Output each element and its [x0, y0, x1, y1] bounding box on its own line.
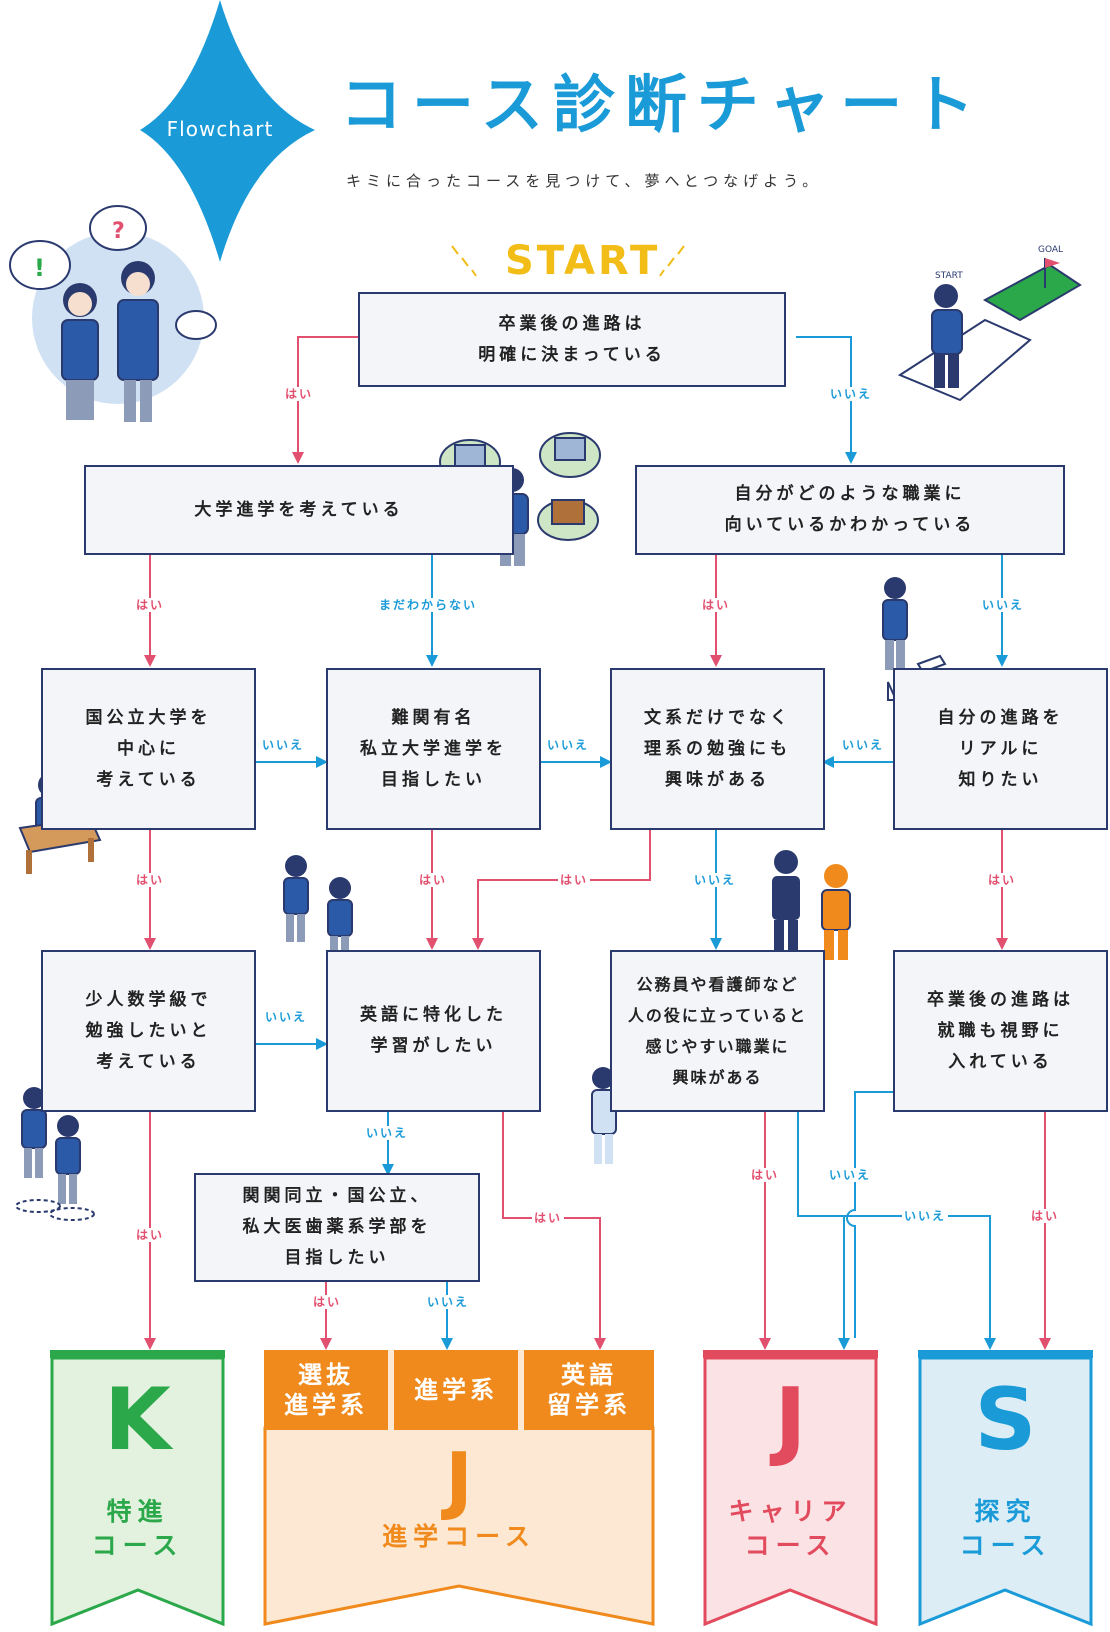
question-1: 卒業後の進路は 明確に決まっている — [358, 292, 786, 387]
line-q10-no — [797, 1112, 845, 1338]
answer-label-no: いいえ — [692, 873, 739, 887]
answer-label-no: いいえ — [902, 1209, 949, 1223]
answer-label-yes: はい — [986, 873, 1019, 887]
illustration-students-thinking: ? ! — [9, 205, 217, 422]
course-j-tab-eigo: 英語 留学系 — [524, 1350, 654, 1430]
flowchart-badge-label: Flowchart — [166, 117, 274, 141]
course-k-letter: K — [104, 1370, 171, 1470]
answer-label-yes: はい — [311, 1295, 344, 1309]
line-q10-to-s — [798, 1215, 991, 1338]
course-s-name: 探究 コース — [959, 1497, 1052, 1560]
line-q1-yes — [297, 336, 360, 452]
answer-label-no: いいえ — [545, 738, 592, 752]
page-title: コース診断チャート — [340, 68, 985, 141]
question-5-text: 難関有名 私立大学進学を 目指したい — [360, 707, 507, 790]
flowchart-badge-shape — [140, 0, 315, 262]
answer-label-no: いいえ — [840, 738, 887, 752]
answer-label-no: いいえ — [425, 1295, 472, 1309]
answer-label-yes: はい — [558, 873, 591, 887]
answer-label-yes: はい — [283, 387, 316, 401]
question-12-text: 関関同立・国公立、 私大医歯薬系学部を 目指したい — [242, 1186, 432, 1268]
question-2: 大学進学を考えている — [84, 465, 514, 555]
question-11-text: 卒業後の進路は 就職も視野に 入れている — [927, 989, 1074, 1072]
svg-text:?: ? — [112, 219, 125, 244]
course-s: S 探究 コース — [920, 1375, 1091, 1563]
answer-label-no: いいえ — [263, 1010, 310, 1024]
question-4-text: 国公立大学を 中心に 考えている — [85, 707, 212, 790]
svg-text:START: START — [935, 271, 963, 281]
question-10: 公務員や看護師など 人の役に立っていると 感じやすい職業に 興味がある — [610, 950, 825, 1112]
question-8-text: 少人数学級で 勉強したいと 考えている — [85, 989, 212, 1072]
question-5: 難関有名 私立大学進学を 目指したい — [326, 668, 541, 830]
question-12: 関関同立・国公立、 私大医歯薬系学部を 目指したい — [194, 1173, 480, 1282]
question-1-text: 卒業後の進路は 明確に決まっている — [478, 313, 666, 365]
course-j-shingaku-name: 進学コース — [382, 1522, 536, 1551]
course-j-career-letter: J — [774, 1370, 807, 1470]
answer-label-yes: はい — [1029, 1209, 1062, 1223]
question-11: 卒業後の進路は 就職も視野に 入れている — [893, 950, 1108, 1112]
question-7-text: 自分の進路を リアルに 知りたい — [937, 707, 1064, 790]
course-j-tab-shingaku: 進学系 — [394, 1350, 518, 1430]
answer-label-yes: はい — [134, 1228, 167, 1242]
start-sparkles — [451, 245, 685, 277]
course-k: K 特進 コース — [52, 1375, 223, 1563]
question-8: 少人数学級で 勉強したいと 考えている — [41, 950, 256, 1112]
answer-label-yes: はい — [700, 598, 733, 612]
question-10-text: 公務員や看護師など 人の役に立っていると 感じやすい職業に 興味がある — [627, 975, 808, 1087]
answer-label-not-sure: まだわからない — [377, 598, 480, 612]
question-4: 国公立大学を 中心に 考えている — [41, 668, 256, 830]
illustration-public-servants — [772, 850, 851, 960]
course-j-tab-senbatsu: 選抜 進学系 — [264, 1350, 388, 1430]
course-k-name: 特進 コース — [91, 1497, 184, 1560]
illustration-students-cheering — [15, 1082, 95, 1221]
page-subtitle: キミに合ったコースを見つけて、夢へとつなげよう。 — [346, 172, 823, 190]
course-j-career-name: キャリア コース — [728, 1497, 853, 1560]
question-3: 自分がどのような職業に 向いているかわかっている — [635, 465, 1065, 555]
answer-label-no: いいえ — [364, 1126, 411, 1140]
illustration-start-goal-path: START GOAL — [897, 245, 1082, 402]
question-2-text: 大学進学を考えている — [194, 499, 404, 520]
course-s-letter: S — [974, 1370, 1037, 1470]
course-j-shingaku: J 進学コース — [265, 1440, 653, 1554]
answer-label-no: いいえ — [828, 387, 875, 401]
svg-text:!: ! — [34, 254, 45, 282]
answer-label-yes: はい — [134, 873, 167, 887]
question-6: 文系だけでなく 理系の勉強にも 興味がある — [610, 668, 825, 830]
answer-label-yes: はい — [134, 598, 167, 612]
course-j-career: J キャリア コース — [705, 1375, 876, 1563]
answer-label-yes: はい — [417, 873, 450, 887]
course-j-shingaku-letter: J — [445, 1437, 473, 1523]
answer-label-yes: はい — [749, 1168, 782, 1182]
start-label: START — [505, 238, 661, 284]
svg-text:GOAL: GOAL — [1038, 245, 1063, 255]
question-3-text: 自分がどのような職業に 向いているかわかっている — [724, 484, 976, 535]
line-q1-no — [796, 336, 852, 452]
answer-label-no: いいえ — [827, 1168, 874, 1182]
answer-label-no: いいえ — [260, 738, 307, 752]
arrowheads — [144, 452, 1051, 1350]
question-9: 英語に特化した 学習がしたい — [326, 950, 541, 1112]
question-7: 自分の進路を リアルに 知りたい — [893, 668, 1108, 830]
question-6-text: 文系だけでなく 理系の勉強にも 興味がある — [644, 707, 791, 790]
question-9-text: 英語に特化した 学習がしたい — [360, 1005, 507, 1056]
line-q9-yes — [502, 1112, 601, 1338]
answer-label-no: いいえ — [980, 598, 1027, 612]
answer-label-yes: はい — [532, 1211, 565, 1225]
